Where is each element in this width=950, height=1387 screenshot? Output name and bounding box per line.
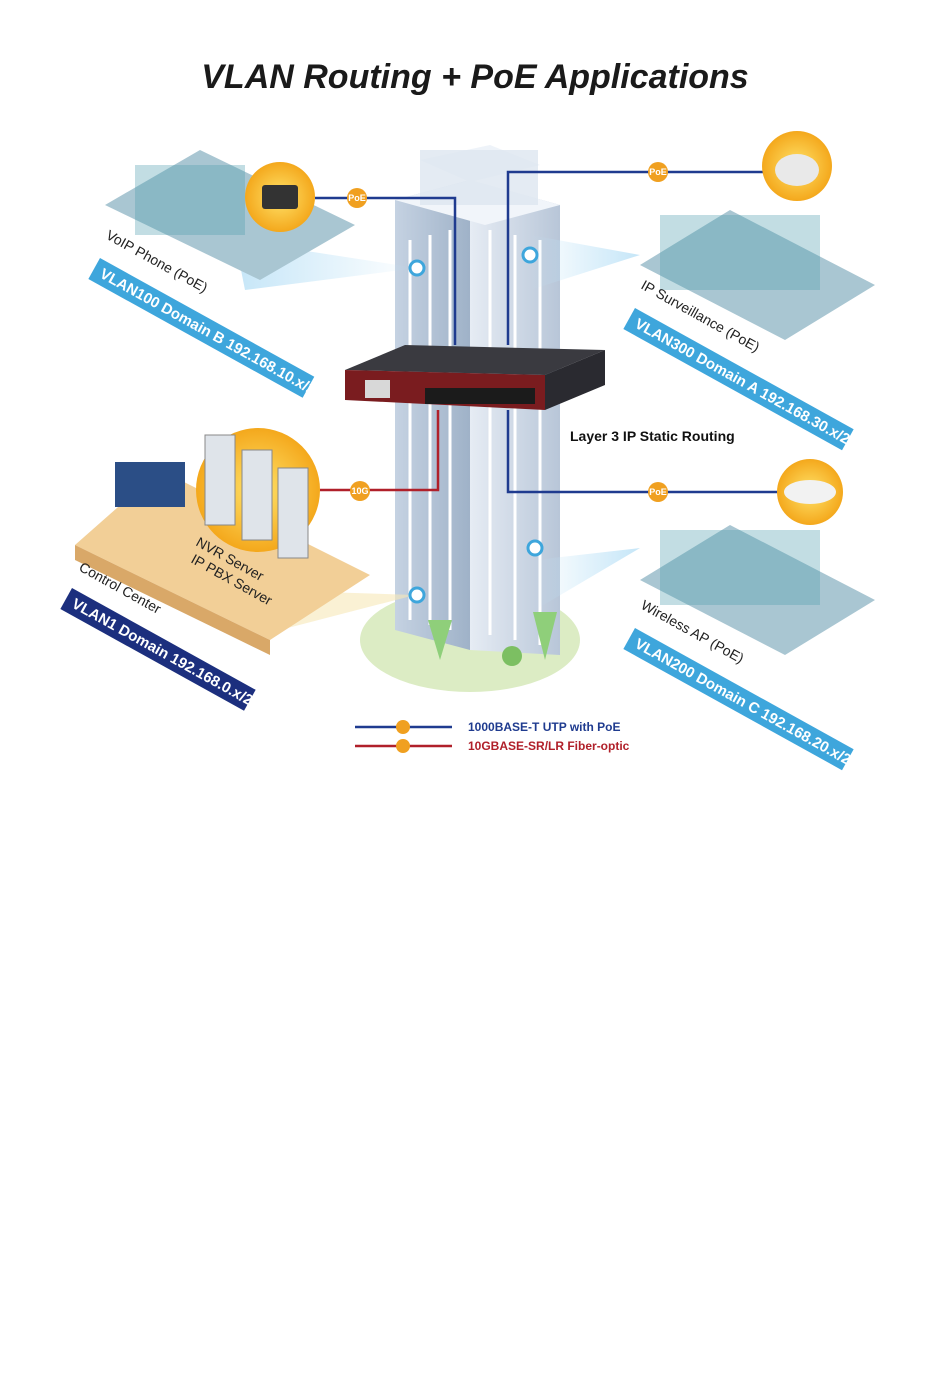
badge-poe-surveillance: PoE: [648, 162, 668, 182]
area-wireless: Wireless AP (PoE) VLAN200 Domain C 192.1…: [623, 459, 875, 773]
badge-10g: 10G: [350, 481, 370, 501]
hotspot-control: [408, 586, 426, 604]
layer3-switch: [345, 345, 605, 410]
hotspot-wireless: [526, 539, 544, 557]
badge-poe-wireless: PoE: [648, 482, 668, 502]
hotspot-surveillance: [521, 246, 539, 264]
svg-text:VLAN200 Domain C 192.168.20.x/: VLAN200 Domain C 192.168.20.x/24: [632, 635, 862, 773]
hotspot-voip: [408, 259, 426, 277]
svg-text:PoE: PoE: [649, 487, 667, 497]
legend-utp-label: 1000BASE-T UTP with PoE: [468, 720, 620, 734]
phone-icon: [262, 185, 298, 209]
cable-wireless: [506, 410, 780, 494]
beam-surveillance: [530, 235, 640, 290]
trees-decoration: [428, 612, 557, 666]
dome-camera-icon: [775, 154, 819, 186]
network-diagram: PoE PoE PoE 10G Layer 3 IP Static Routin…: [60, 131, 875, 773]
legend: 1000BASE-T UTP with PoE 10GBASE-SR/LR Fi…: [355, 720, 630, 753]
legend-fiber-label: 10GBASE-SR/LR Fiber-optic: [468, 739, 630, 753]
building-tower: [395, 145, 560, 655]
svg-text:PoE: PoE: [348, 193, 366, 203]
server-rack-icon: [204, 434, 236, 526]
svg-text:10G: 10G: [351, 486, 368, 496]
page-title: VLAN Routing + PoE Applications: [201, 58, 749, 96]
badge-poe-voip: PoE: [347, 188, 367, 208]
wireless-ap-icon: [784, 480, 836, 504]
monitor-wall: [115, 462, 185, 507]
switch-label: Layer 3 IP Static Routing: [570, 428, 735, 444]
beam-wireless: [535, 548, 640, 610]
svg-text:VLAN100 Domain B 192.168.10.x/: VLAN100 Domain B 192.168.10.x/24: [97, 265, 327, 403]
area-control-center: NVR Server IP PBX Server Control Center …: [60, 428, 370, 714]
svg-text:PoE: PoE: [649, 167, 667, 177]
cable-surveillance: [506, 170, 770, 345]
